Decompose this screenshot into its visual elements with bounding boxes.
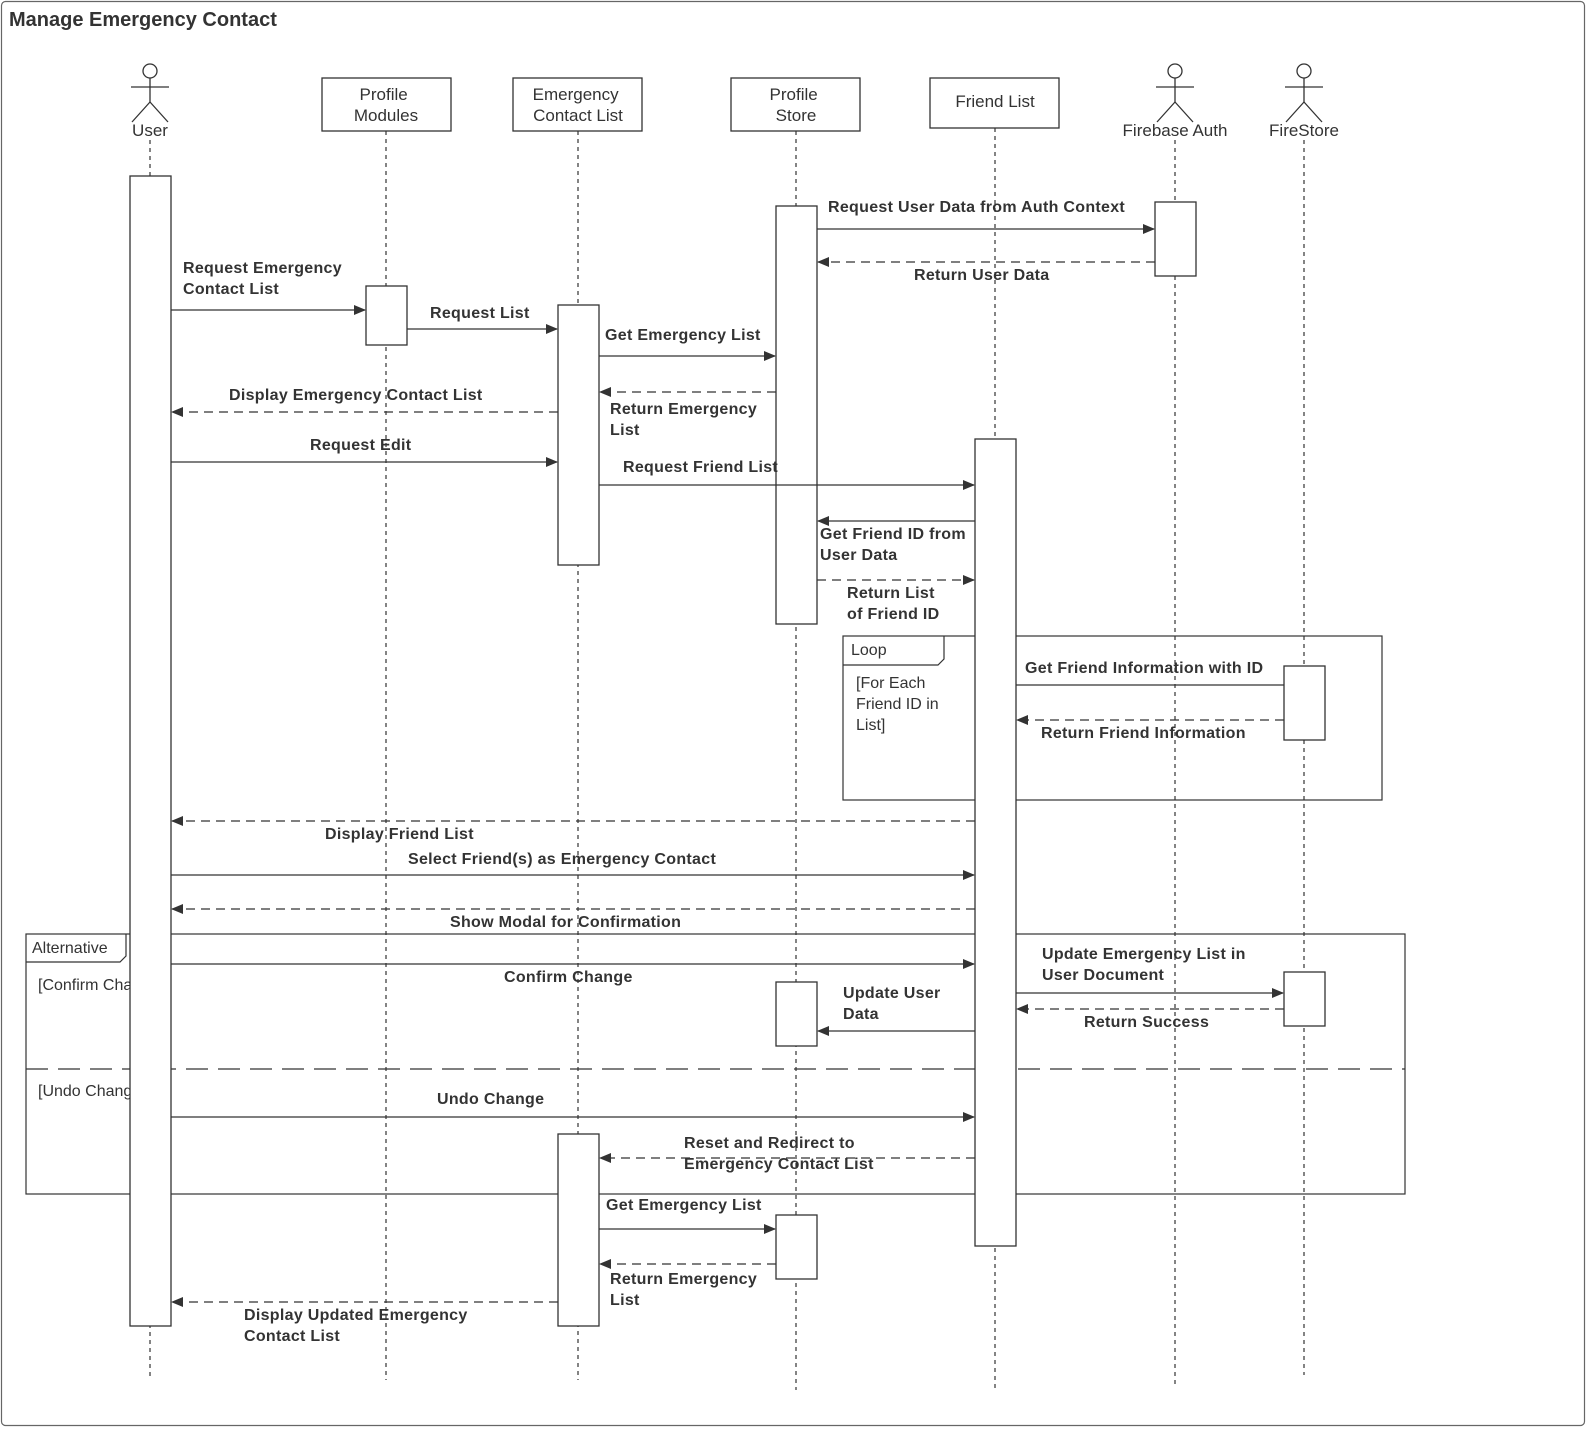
msg-request-user-data: Request User Data from Auth Context <box>828 199 1125 216</box>
alt-guard-undo: [Undo Change] <box>38 1083 146 1100</box>
msg-show-modal: Show Modal for Confirmation <box>450 914 681 931</box>
participant-friend-list <box>929 77 1060 129</box>
participant-profile-modules <box>321 77 452 132</box>
alt-fragment-label: Alternative <box>32 940 108 957</box>
diagram-title: Manage Emergency Contact <box>9 9 277 31</box>
loop-fragment: Loop [For Each Friend ID in List] <box>842 635 1383 801</box>
msg-get-emergency-list-2: Get Emergency List <box>606 1197 762 1214</box>
msg-return-friend-information: Return Friend Information <box>1041 725 1246 742</box>
participant-profile-store-label: Profile Store <box>770 85 823 125</box>
msg-request-list: Request List <box>430 305 530 322</box>
msg-reset-redirect: Reset and Redirect to Emergency Contact … <box>684 1135 874 1173</box>
msg-update-user-data: Update User Data <box>843 985 945 1023</box>
msg-get-emergency-list-1: Get Emergency List <box>605 327 761 344</box>
participant-firestore-label: FireStore <box>1269 121 1339 140</box>
msg-return-emergency-list-2: Return Emergency List <box>610 1271 762 1309</box>
msg-update-emergency-list: Update Emergency List in User Document <box>1042 946 1250 984</box>
msg-return-success: Return Success <box>1084 1014 1209 1031</box>
msg-get-friend-id: Get Friend ID from User Data <box>820 526 971 564</box>
participant-profile-store <box>730 77 861 132</box>
activation-profile-store-3 <box>775 1214 818 1280</box>
participant-friend-list-label: Friend List <box>955 92 1035 111</box>
msg-return-emergency-list-1: Return Emergency List <box>610 401 762 439</box>
msg-return-user-data: Return User Data <box>914 267 1050 284</box>
activation-firebase-auth <box>1154 201 1197 277</box>
msg-return-list-friend-id: Return List of Friend ID <box>847 585 940 623</box>
activation-user <box>129 175 172 1327</box>
loop-fragment-guard: [For Each Friend ID in List] <box>856 675 943 734</box>
activation-profile-store-1 <box>775 205 818 625</box>
activation-profile-modules <box>365 285 408 346</box>
msg-request-friend-list: Request Friend List <box>623 459 778 476</box>
activation-firestore-1 <box>1283 665 1326 741</box>
participant-emergency-contact-list-label: Emergency Contact List <box>533 85 624 125</box>
activation-emergency-contact-list-1 <box>557 304 600 566</box>
participant-emergency-contact-list <box>512 77 643 132</box>
msg-display-updated-list: Display Updated Emergency Contact List <box>244 1307 472 1345</box>
actor-firestore-icon <box>1285 63 1323 123</box>
activation-profile-store-2 <box>775 981 818 1047</box>
msg-display-emergency-contact-list: Display Emergency Contact List <box>229 387 483 404</box>
msg-get-friend-information: Get Friend Information with ID <box>1025 660 1263 677</box>
activation-emergency-contact-list-2 <box>557 1133 600 1327</box>
actor-firebase-auth-icon <box>1156 63 1194 123</box>
participant-profile-modules-label: Profile Modules <box>354 85 418 125</box>
loop-fragment-label: Loop <box>851 642 887 659</box>
participant-firebase-auth-label: Firebase Auth <box>1123 121 1228 140</box>
msg-confirm-change: Confirm Change <box>504 969 633 986</box>
activation-friend-list <box>974 438 1017 1247</box>
msg-select-friends: Select Friend(s) as Emergency Contact <box>408 851 716 868</box>
participant-user-label: User <box>132 121 168 140</box>
alt-fragment: Alternative [Confirm Change] [Undo Chang… <box>25 933 1406 1195</box>
msg-display-friend-list: Display Friend List <box>325 826 474 843</box>
msg-undo-change: Undo Change <box>437 1091 544 1108</box>
msg-request-emergency-contact-list: Request Emergency Contact List <box>183 260 347 298</box>
activation-firestore-2 <box>1283 971 1326 1027</box>
msg-request-edit: Request Edit <box>310 437 412 454</box>
actor-user-icon <box>131 63 169 123</box>
